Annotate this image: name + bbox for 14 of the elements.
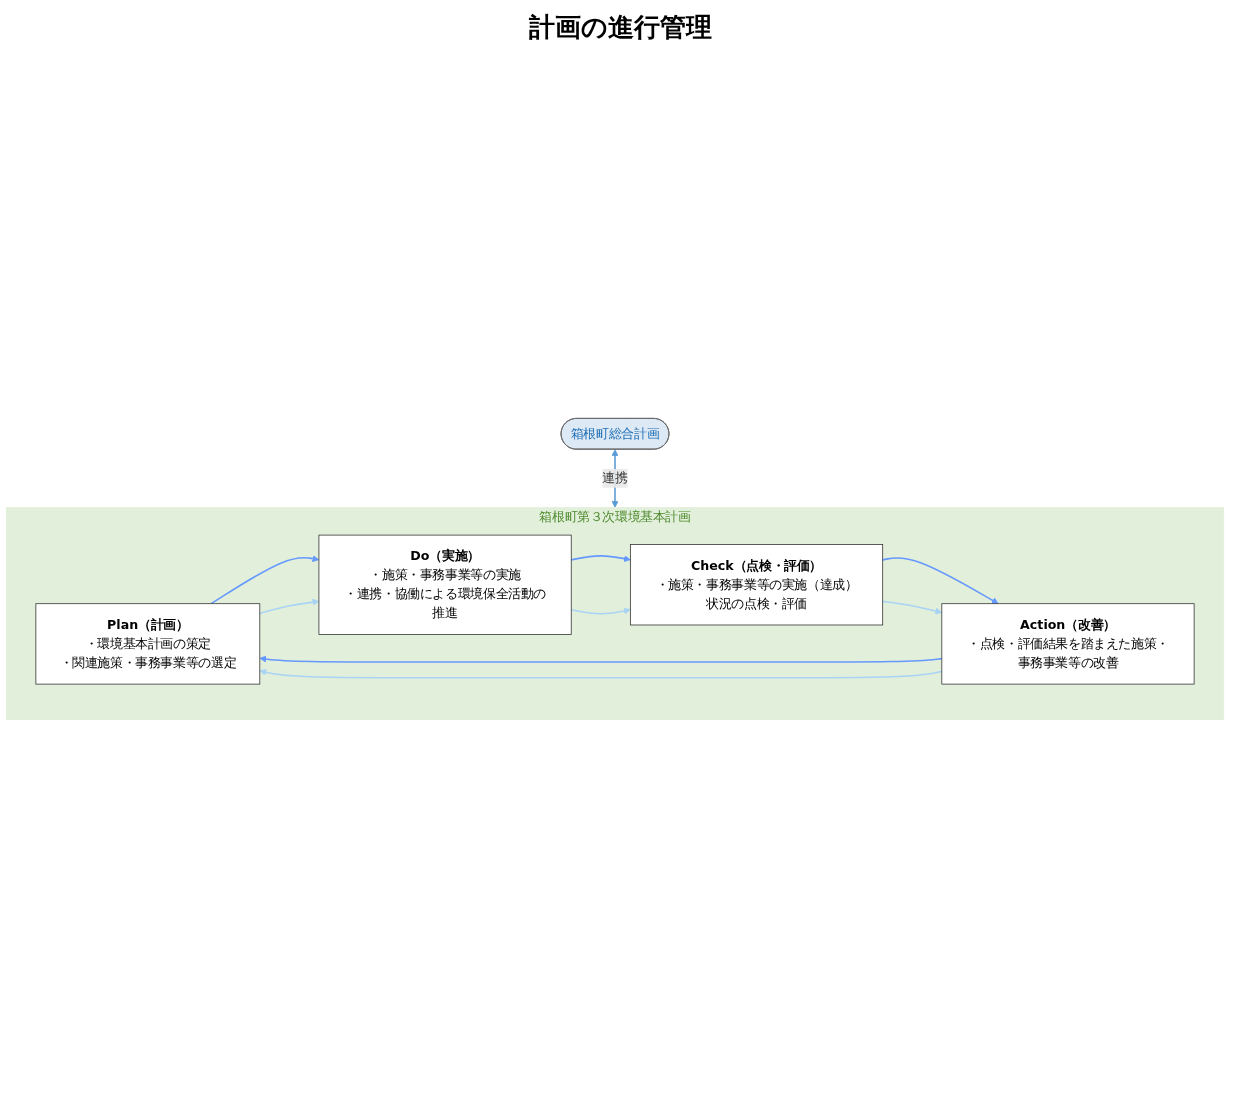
arrow — [259, 655, 943, 663]
node-box: Action（改善） ・点検・評価結果を踏まえた施策・事務事業等の改善 — [941, 603, 1195, 685]
node-box: Plan（計画） ・環境基本計画の策定 ・関連施策・事務事業等の選定 — [35, 603, 261, 685]
edge-label: 連携 — [602, 470, 628, 486]
node-box: Do（実施） ・施策・事務事業等の実施 ・連携・協働による環境保全活動の推進 — [318, 534, 572, 635]
arrow — [570, 555, 631, 563]
arrow — [881, 600, 943, 615]
arrow — [881, 557, 999, 604]
arrow — [210, 555, 320, 605]
arrow — [570, 607, 631, 615]
diagram-title: 計画の進行管理 — [528, 11, 713, 44]
arrow — [259, 598, 320, 615]
arrow — [259, 668, 943, 679]
node-box: Check（点検・評価） ・施策・事務事業等の実施（達成）状況の点検・評価 — [629, 544, 884, 626]
